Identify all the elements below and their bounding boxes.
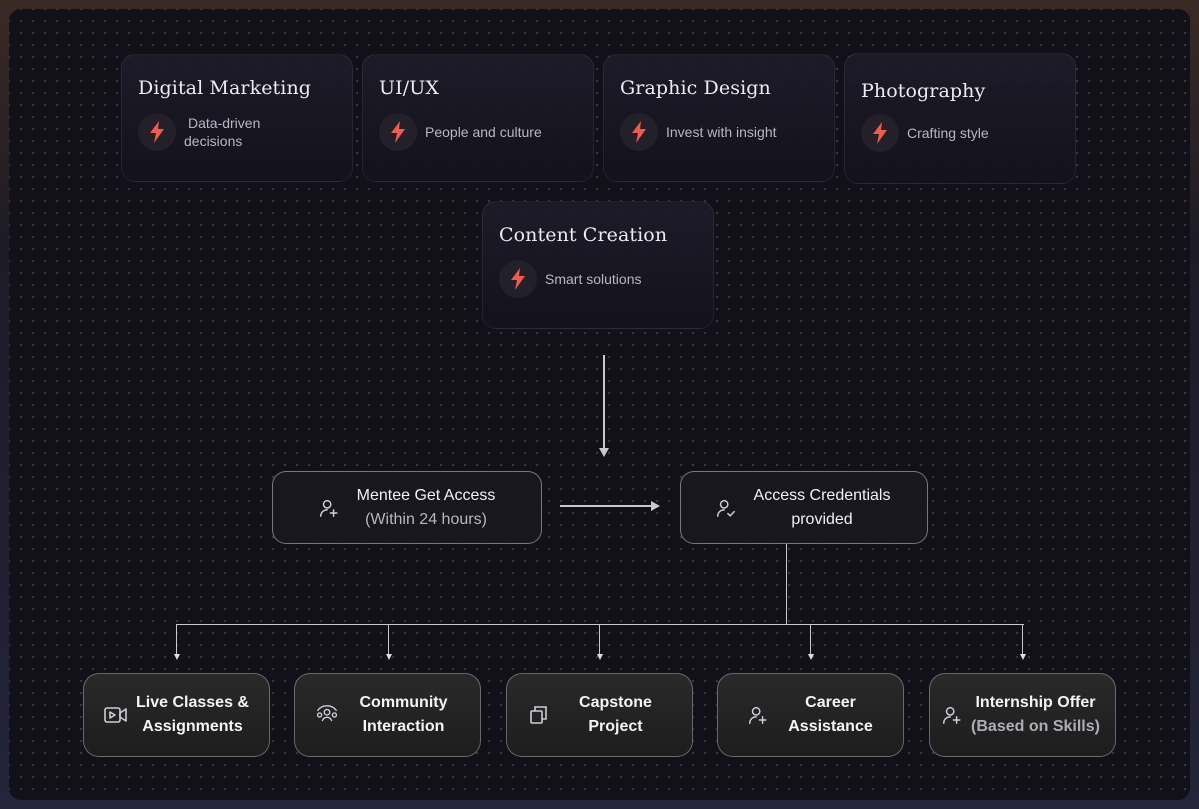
video-icon [104,703,128,727]
skill-card-photography: Photography Crafting style [844,53,1076,184]
connector-line [388,624,389,656]
user-check-icon [714,496,738,520]
outcome-title: Career [805,694,856,711]
user-add-icon [940,703,964,727]
lightning-icon [620,113,658,151]
lightning-icon [379,113,417,151]
flow-diagram-canvas: Digital Marketing Data-driven decisions … [9,9,1190,800]
outcome-title: Capstone [579,694,652,711]
outcome-title-line2: (Based on Skills) [971,718,1100,735]
connector-line [176,624,177,656]
connector-line [786,544,787,625]
outcome-title-line2: Assistance [788,718,873,735]
copy-icon [527,703,551,727]
arrow-head [174,654,180,660]
skill-title: Graphic Design [620,77,771,99]
access-credentials-node: Access Credentials provided [680,471,928,544]
skill-card-digital-marketing: Digital Marketing Data-driven decisions [121,54,353,182]
outcome-title: Live Classes & [136,694,249,711]
outcome-title-line2: Assignments [142,718,243,735]
arrow-head [1020,654,1026,660]
arrow-head [808,654,814,660]
skill-subtitle: Crafting style [907,125,989,141]
skill-title: Photography [861,80,986,102]
connector-line [560,505,652,507]
lightning-icon [499,260,537,298]
skill-subtitle: Invest with insight [666,124,777,140]
skill-card-content-creation: Content Creation Smart solutions [482,201,714,329]
outcome-live-classes: Live Classes & Assignments [83,673,270,757]
connector-line [603,355,605,449]
connector-line [176,624,1024,625]
user-add-icon [317,496,341,520]
connector-line [810,624,811,656]
outcome-capstone: Capstone Project [506,673,693,757]
mentee-access-timeframe: (Within 24 hours) [365,510,487,528]
skill-title: Digital Marketing [138,77,312,99]
lightning-icon [861,114,899,152]
mentee-access-node: Mentee Get Access (Within 24 hours) [272,471,542,544]
outcome-title: Community [359,694,448,711]
outcome-title: Internship Offer [975,694,1096,711]
arrow-head [386,654,392,660]
skill-title: Content Creation [499,224,668,246]
outcome-title-line2: Project [588,718,643,735]
connector-line [599,624,600,656]
skill-subtitle: Data-driven decisions [184,115,261,149]
arrow-head [597,654,603,660]
skill-subtitle: People and culture [425,124,542,140]
lightning-icon [138,113,176,151]
skill-card-graphic-design: Graphic Design Invest with insight [603,54,835,182]
outcome-career-assistance: Career Assistance [717,673,904,757]
skill-title: UI/UX [379,77,439,99]
user-add-icon [746,703,770,727]
outcome-community: Community Interaction [294,673,481,757]
arrow-head [599,448,609,457]
access-credentials-title: Access Credentials [753,486,891,504]
access-credentials-status: provided [791,510,853,528]
arrow-head [651,501,660,511]
connector-line [1022,624,1023,656]
community-icon [315,703,339,727]
mentee-access-title: Mentee Get Access [356,486,496,504]
skill-card-ui-ux: UI/UX People and culture [362,54,594,182]
outcome-title-line2: Interaction [362,718,445,735]
outcome-internship: Internship Offer (Based on Skills) [929,673,1116,757]
skill-subtitle: Smart solutions [545,271,642,287]
